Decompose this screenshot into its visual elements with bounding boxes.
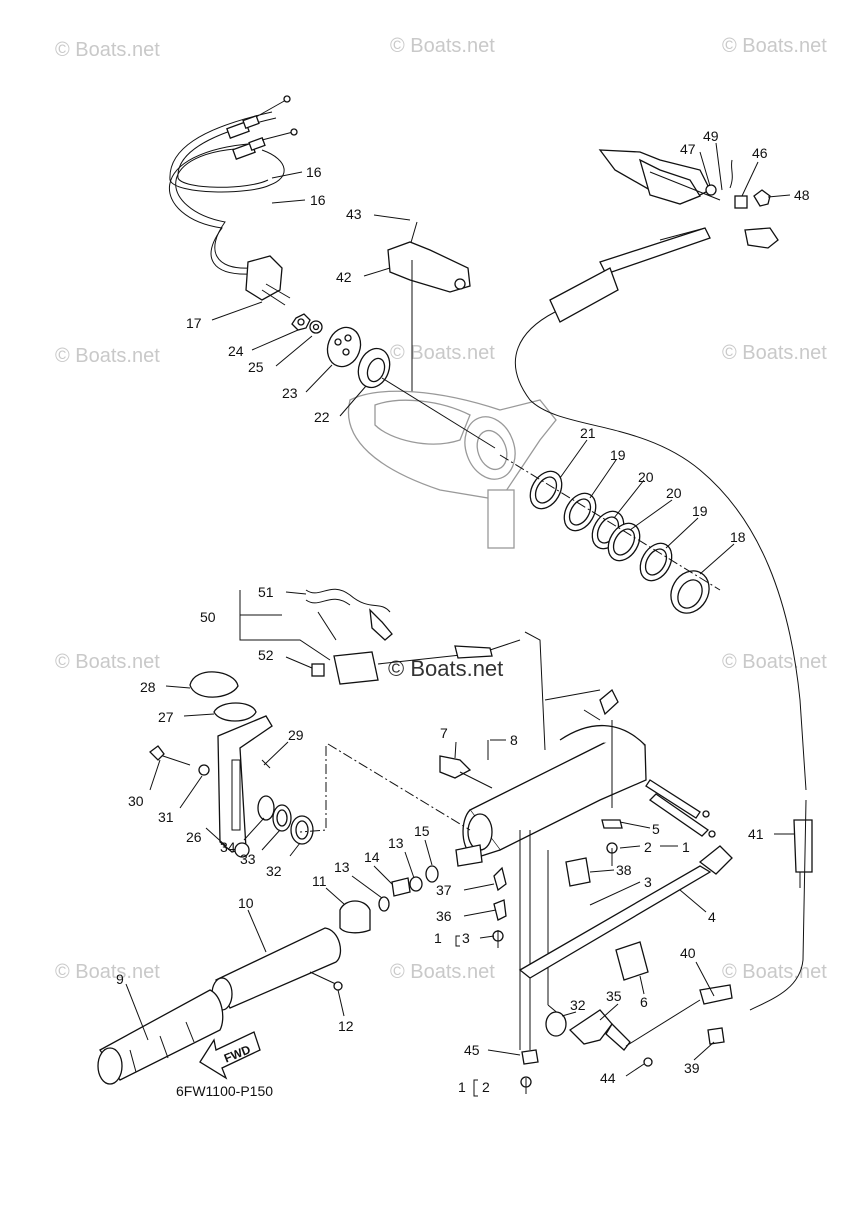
callout-2: 2 xyxy=(644,839,652,855)
watermark: © Boats.net xyxy=(55,651,160,673)
throttle-cable-41 xyxy=(749,799,813,1011)
callout-49: 49 xyxy=(703,128,719,144)
friction-lever xyxy=(149,671,273,858)
callout-26: 26 xyxy=(186,829,202,845)
carb-linkage xyxy=(514,149,807,791)
callout-13: 13 xyxy=(388,835,404,851)
callout-40: 40 xyxy=(680,945,696,961)
callout-42: 42 xyxy=(336,269,352,285)
callout-16: 16 xyxy=(306,164,322,180)
diagram-code: 6FW1100-P150 xyxy=(176,1083,273,1099)
callout-35: 35 xyxy=(606,988,622,1004)
callout-36: 36 xyxy=(436,908,452,924)
callout-labels: 16 16 17 24 25 23 22 43 42 49 47 46 48 2… xyxy=(116,128,810,1095)
callout-3: 3 xyxy=(462,930,470,946)
callout-24: 24 xyxy=(228,343,244,359)
callout-12: 12 xyxy=(338,1018,354,1034)
callout-44: 44 xyxy=(600,1070,616,1086)
callout-18: 18 xyxy=(730,529,746,545)
callout-45: 45 xyxy=(464,1042,480,1058)
throttle-link-parts xyxy=(518,845,733,1094)
callout-25: 25 xyxy=(248,359,264,375)
callout-5: 5 xyxy=(652,821,660,837)
callout-41: 41 xyxy=(748,826,764,842)
steering-handle-body xyxy=(327,688,716,1050)
seal-stack xyxy=(499,454,721,614)
control-cables-16 xyxy=(168,95,298,306)
callout-10: 10 xyxy=(238,895,254,911)
callout-37: 37 xyxy=(436,882,452,898)
watermark: © Boats.net xyxy=(390,961,495,983)
callout-32: 32 xyxy=(266,863,282,879)
callout-21: 21 xyxy=(580,425,596,441)
callout-11: 11 xyxy=(312,873,327,889)
callout-22: 22 xyxy=(314,409,330,425)
callout-7: 7 xyxy=(440,725,448,741)
callout-1: 1 xyxy=(434,930,442,946)
callout-6: 6 xyxy=(640,994,648,1010)
callout-27: 27 xyxy=(158,709,174,725)
callout-8: 8 xyxy=(510,732,518,748)
fwd-arrow: FWD xyxy=(199,1031,261,1080)
callout-43: 43 xyxy=(346,206,362,222)
watermark-center: © Boats.net xyxy=(388,656,503,681)
callout-51: 51 xyxy=(258,584,274,600)
grommet-parts xyxy=(291,313,391,389)
callout-4: 4 xyxy=(708,909,716,925)
callout-23: 23 xyxy=(282,385,298,401)
callout-31: 31 xyxy=(158,809,174,825)
callout-13: 13 xyxy=(334,859,350,875)
watermark: © Boats.net xyxy=(722,651,827,673)
stop-switch xyxy=(239,588,601,751)
watermark: © Boats.net xyxy=(390,342,495,364)
callout-39: 39 xyxy=(684,1060,700,1076)
callout-19: 19 xyxy=(692,503,708,519)
watermark: © Boats.net xyxy=(722,35,827,57)
watermark: © Boats.net xyxy=(55,961,160,983)
watermark: © Boats.net xyxy=(722,961,827,983)
callout-28: 28 xyxy=(140,679,156,695)
callout-33: 33 xyxy=(240,851,256,867)
callout-29: 29 xyxy=(288,727,304,743)
callout-20: 20 xyxy=(666,485,682,501)
callout-20: 20 xyxy=(638,469,654,485)
callout-9: 9 xyxy=(116,971,124,987)
throttle-grip xyxy=(97,927,343,1085)
callout-14: 14 xyxy=(364,849,380,865)
watermark: © Boats.net xyxy=(722,342,827,364)
callout-2: 2 xyxy=(482,1079,490,1095)
callout-32: 32 xyxy=(570,997,586,1013)
callout-50: 50 xyxy=(200,609,216,625)
callout-47: 47 xyxy=(680,141,696,157)
callout-3: 3 xyxy=(644,874,652,890)
watermark: © Boats.net xyxy=(55,345,160,367)
watermark: © Boats.net xyxy=(390,35,495,57)
callout-30: 30 xyxy=(128,793,144,809)
callout-15: 15 xyxy=(414,823,430,839)
callout-46: 46 xyxy=(752,145,768,161)
washer-set-32-34 xyxy=(257,746,327,845)
callout-34: 34 xyxy=(220,839,236,855)
callout-19: 19 xyxy=(610,447,626,463)
callout-52: 52 xyxy=(258,647,274,663)
watermarks: © Boats.net © Boats.net © Boats.net © Bo… xyxy=(55,35,827,983)
callout-48: 48 xyxy=(794,187,810,203)
watermark: © Boats.net xyxy=(55,39,160,61)
callout-17: 17 xyxy=(186,315,202,331)
bottom-cowling xyxy=(347,377,557,549)
throttle-shaft-parts xyxy=(339,865,507,948)
callout-16: 16 xyxy=(310,192,326,208)
callout-1: 1 xyxy=(682,839,690,855)
leader-lines xyxy=(125,142,794,1097)
callout-1: 1 xyxy=(458,1079,466,1095)
callout-38: 38 xyxy=(616,862,632,878)
